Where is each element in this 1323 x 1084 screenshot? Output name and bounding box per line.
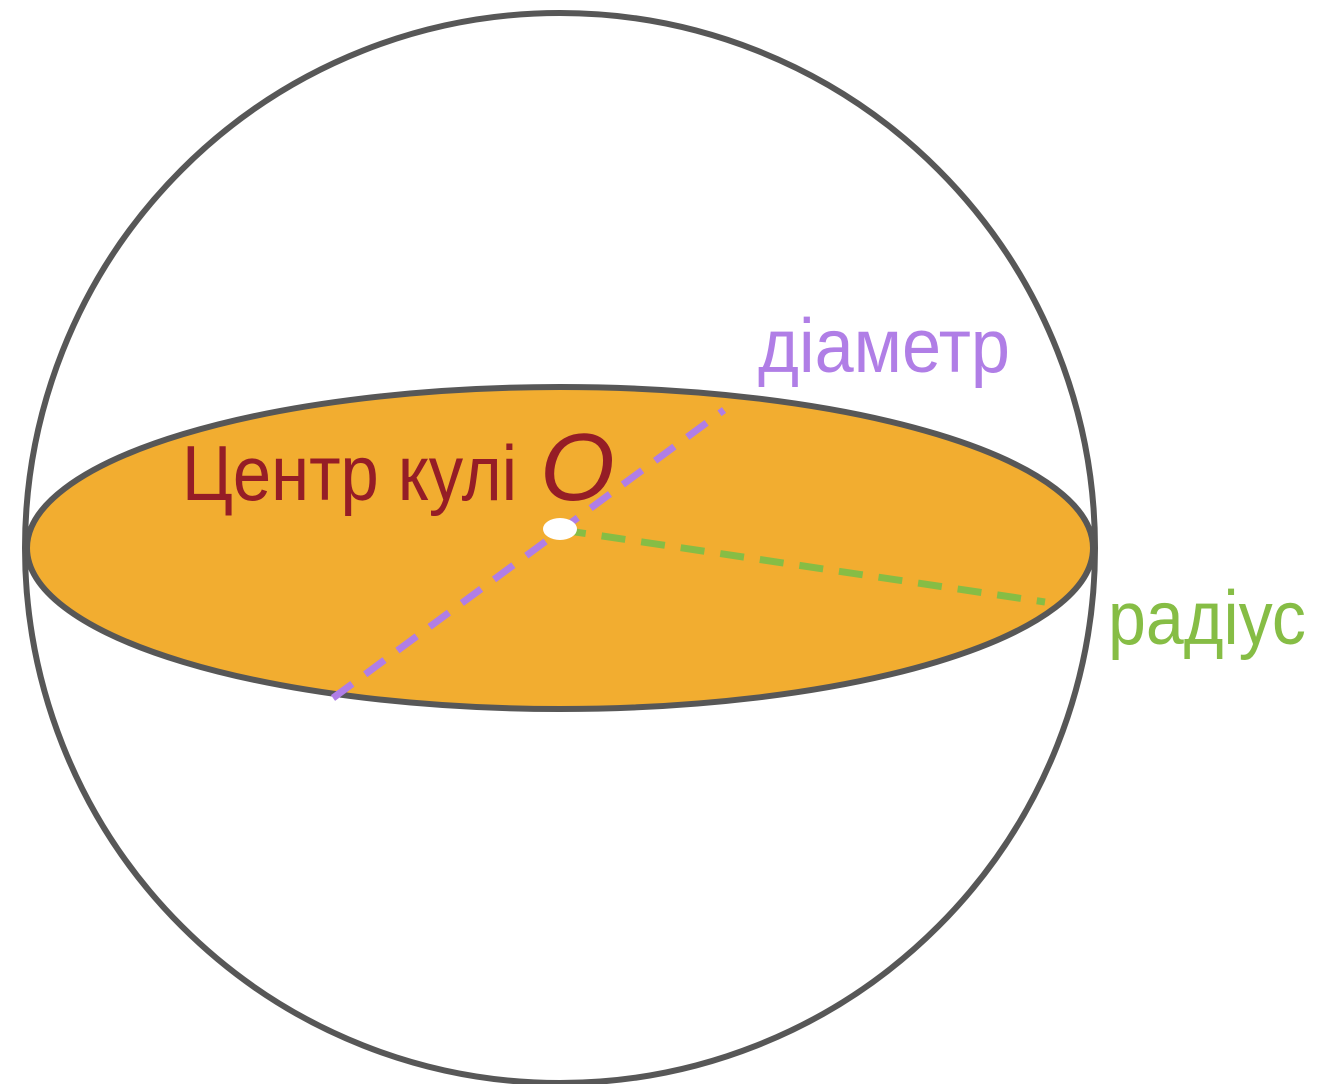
radius-label: радіус xyxy=(1108,576,1306,661)
center-label: Центр кулі xyxy=(182,429,517,517)
equator-ellipse xyxy=(24,384,1096,712)
center-point-label: O xyxy=(540,414,615,521)
diameter-line xyxy=(330,407,727,701)
radius-line xyxy=(561,526,1046,606)
center-point xyxy=(543,518,577,540)
diameter-label: діаметр xyxy=(758,304,1010,389)
